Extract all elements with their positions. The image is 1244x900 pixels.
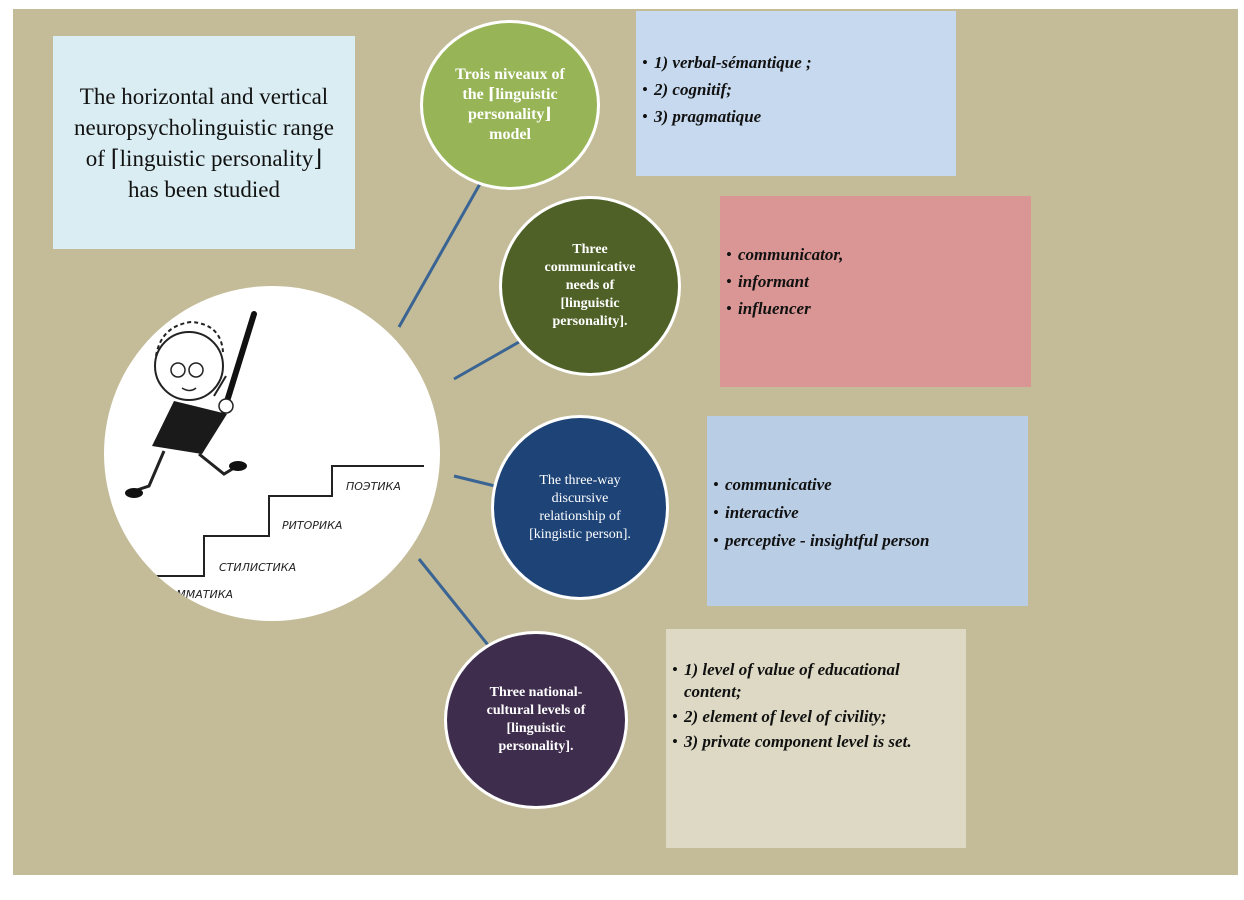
node-box-1: 1) verbal-sémantique ; 2) cognitif; 3) p… [636, 11, 956, 176]
list-item: 3) pragmatique [642, 103, 812, 130]
node-circle-2: Three communicative needs of [linguistic… [499, 196, 681, 376]
node-circle-4: Three national-cultural levels of [lingu… [444, 631, 628, 809]
node-label-1: Trois niveaux of the ⌈linguistic persona… [455, 66, 565, 143]
illustration-drawing: ПОЭТИКА РИТОРИКА СТИЛИСТИКА ГРАММАТИКА [125, 311, 424, 606]
stair-label-1: ПОЭТИКА [346, 480, 401, 493]
node-label-2: Three communicative needs of [linguistic… [544, 242, 636, 329]
stair-label-2: РИТОРИКА [282, 519, 342, 532]
stair-label-3: СТИЛИСТИКА [219, 561, 296, 574]
diagram-canvas: The horizontal and vertical neuropsychol… [13, 9, 1238, 875]
pencil-icon [221, 311, 257, 414]
node-list-3: communicative interactive perceptive - i… [713, 471, 929, 555]
node-label-4: Three national-cultural levels of [lingu… [486, 685, 586, 754]
child-figure [125, 311, 257, 498]
node-label-3: The three-way discursive relationship of… [529, 472, 631, 542]
connector-line-1 [397, 174, 487, 328]
title-box: The horizontal and vertical neuropsychol… [53, 36, 355, 249]
list-item: influencer [726, 295, 843, 322]
node-circle-1: Trois niveaux of the ⌈linguistic persona… [420, 20, 600, 190]
connector-line-4 [417, 558, 490, 646]
list-item: 2) element of level of civility; [672, 706, 956, 728]
connector-line-2 [453, 340, 520, 381]
cartoon-child-climbing-stairs-image: ПОЭТИКА РИТОРИКА СТИЛИСТИКА ГРАММАТИКА [104, 286, 440, 621]
list-item: perceptive - insightful person [713, 527, 929, 555]
node-box-3: communicative interactive perceptive - i… [707, 416, 1028, 606]
node-circle-3: The three-way discursive relationship of… [491, 415, 669, 600]
connector-lines [397, 174, 520, 646]
node-list-2: communicator, informant influencer [726, 241, 843, 322]
list-item: informant [726, 268, 843, 295]
list-item: interactive [713, 499, 929, 527]
title-text: The horizontal and vertical neuropsychol… [74, 83, 334, 202]
node-list-4: 1) level of value of educational content… [672, 659, 956, 756]
list-item: 2) cognitif; [642, 76, 812, 103]
node-box-4: 1) level of value of educational content… [666, 629, 966, 848]
list-item: 1) verbal-sémantique ; [642, 49, 812, 76]
stairs-line [143, 465, 424, 606]
list-item: 3) private component level is set. [672, 731, 956, 753]
node-box-2: communicator, informant influencer [720, 196, 1031, 387]
list-item: 1) level of value of educational content… [672, 659, 956, 703]
node-list-1: 1) verbal-sémantique ; 2) cognitif; 3) p… [642, 49, 812, 130]
connector-line-3 [453, 474, 496, 488]
list-item: communicator, [726, 241, 843, 268]
list-item: communicative [713, 471, 929, 499]
